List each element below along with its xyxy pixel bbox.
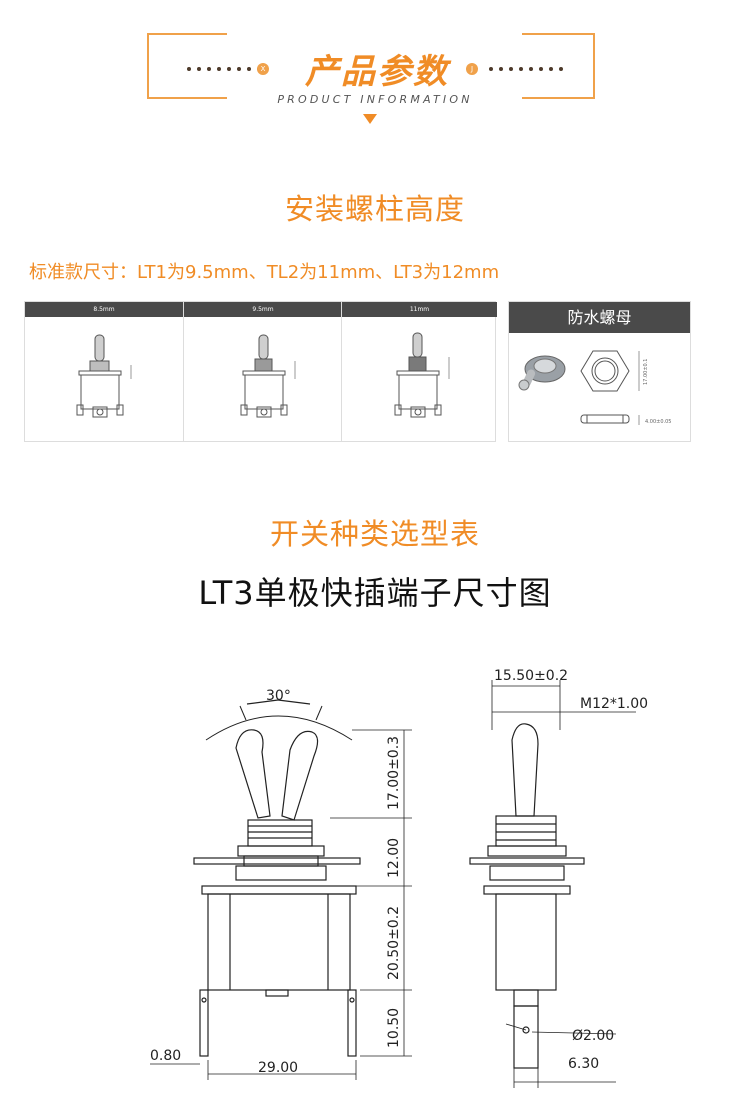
stud-height-panels: 8.5mm 9.5mm 11mm [24,301,497,442]
dim-thread: M12*1.00 [580,696,648,712]
header-badge-left: X [257,63,269,75]
waterproof-nut-title: 防水螺母 [509,302,690,333]
nut-photo [518,355,566,391]
dim-lever-length: 17.00±0.3 [386,736,402,810]
nut-hex-view [580,350,640,392]
page-subtitle: PRODUCT INFORMATION [235,93,515,106]
dim-terminal-thickness: 0.80 [150,1048,181,1064]
dim-body-height: 20.50±0.2 [386,906,402,980]
down-arrow-icon [363,114,377,124]
nut-height-dim: 17.00±0.1 [643,359,649,385]
header-dots-right [489,66,563,72]
switch-thumbnail-2 [240,334,296,418]
waterproof-nut-drawing: 17.00±0.1 4.00±0.05 [518,350,671,425]
header-badge-right: J [466,63,478,75]
section-title-selection: 开关种类选型表 [269,517,480,551]
page-title: 产品参数 [305,52,449,92]
switch-thumbnail-3 [394,332,450,418]
toggle-switch-thumbnails [76,332,450,418]
dim-terminal-width: 6.30 [568,1056,599,1072]
nut-thickness-dim: 4.00±0.05 [645,419,671,425]
dim-body-width: 29.00 [258,1060,298,1076]
waterproof-nut-panel: 防水螺母 17.00±0.1 4.00±0.05 [508,301,691,442]
height-panel: 9.5mm [183,302,342,441]
dim-hole-diameter: Ø2.00 [572,1028,614,1044]
nut-side-view [580,414,640,425]
section-title-stud-height: 安装螺柱高度 [284,192,465,226]
header-frame-left [147,33,227,99]
dim-angle: 30° [266,688,291,704]
height-panel-label: 9.5mm [184,302,342,317]
standard-size-text: 标准款尺寸：LT1为9.5mm、TL2为11mm、LT3为12mm [29,262,500,283]
header-frame-right [522,33,595,99]
dim-bushing-height: 12.00 [386,838,402,878]
lt3-dimension-drawing: 30° 17.00±0.3 12.00 20.50±0.2 10.50 0.80… [150,668,648,1088]
switch-thumbnail-1 [76,334,132,418]
height-panel: 8.5mm [25,302,183,441]
header-dots-left [187,66,261,72]
height-panel-label: 8.5mm [25,302,183,317]
drawing-title: LT3单极快插端子尺寸图 [198,574,552,612]
height-panel: 11mm [341,302,497,441]
height-panel-label: 11mm [342,302,497,317]
dim-side-width: 15.50±0.2 [494,668,568,684]
dim-terminal-length: 10.50 [386,1008,402,1048]
